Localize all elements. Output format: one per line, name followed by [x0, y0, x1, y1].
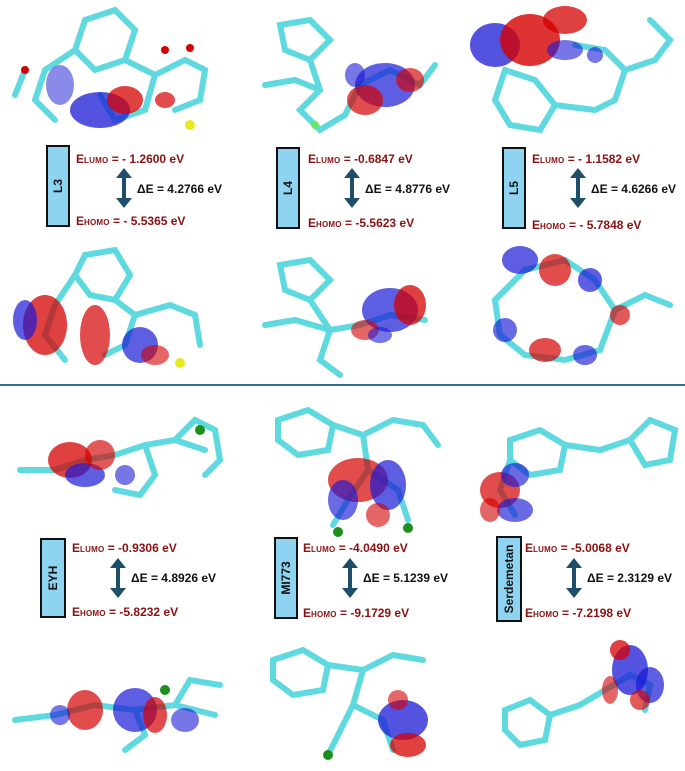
double-headed-arrow-icon [570, 168, 586, 208]
compound-label-box: MI773 [274, 537, 298, 619]
lumo-energy: ELUMO = -0.6847 eV [308, 152, 413, 166]
serdemetan-lumo-orbital-render [480, 416, 679, 522]
compound-label: EYH [46, 565, 60, 591]
l3-homo-orbital-render [13, 246, 203, 368]
energy-gap: ΔE = 4.8926 eV [131, 571, 217, 585]
energy-gap: ΔE = 4.2766 eV [137, 182, 223, 196]
l5-homo-orbital-render [492, 246, 673, 365]
compound-label: L3 [51, 178, 65, 194]
lumo-energy: ELUMO = -5.0068 eV [525, 541, 630, 555]
compound-label: L5 [507, 180, 521, 196]
homo-energy: EHOMO = -9.1729 eV [303, 606, 410, 620]
energy-gap: ΔE = 5.1239 eV [363, 571, 449, 585]
lumo-energy: ELUMO = - 1.1582 eV [532, 152, 641, 166]
energy-gap: ΔE = 2.3129 eV [587, 571, 673, 585]
double-headed-arrow-icon [116, 168, 132, 208]
double-headed-arrow-icon [344, 168, 360, 208]
compound-label-box: L3 [46, 145, 70, 227]
compound-label: MI773 [279, 561, 293, 595]
energy-gap: ΔE = 4.8776 eV [365, 182, 451, 196]
l3-lumo-orbital-render [12, 6, 209, 130]
eyh-homo-orbital-render [12, 676, 223, 753]
homo-energy: EHOMO = - 5.7848 eV [532, 218, 642, 232]
l5-lumo-orbital-render [470, 6, 674, 134]
l4-lumo-orbital-render [262, 16, 438, 134]
double-headed-arrow-icon [342, 558, 358, 598]
mi773-lumo-orbital-render [275, 406, 441, 537]
serdemetan-homo-orbital-render [502, 640, 664, 749]
section-divider [0, 384, 685, 386]
double-headed-arrow-icon [110, 558, 126, 598]
lumo-energy: ELUMO = - 1.2600 eV [76, 152, 185, 166]
l4-homo-orbital-render [262, 256, 428, 378]
homo-energy: EHOMO = -5.5623 eV [308, 216, 415, 230]
compound-label: L4 [281, 180, 295, 196]
lumo-energy: ELUMO = -0.9306 eV [72, 541, 177, 555]
compound-label: Serdemetan [502, 544, 516, 614]
homo-energy: EHOMO = -7.2198 eV [525, 606, 632, 620]
compound-label-box: L4 [276, 147, 300, 229]
compound-label-box: Serdemetan [496, 536, 522, 622]
homo-energy: EHOMO = - 5.5365 eV [76, 214, 186, 228]
homo-energy: EHOMO = -5.8232 eV [72, 605, 179, 619]
mi773-homo-orbital-render [270, 646, 428, 760]
eyh-lumo-orbital-render [17, 416, 224, 499]
compound-label-box: EYH [40, 538, 66, 618]
energy-gap: ΔE = 4.6266 eV [591, 182, 677, 196]
lumo-energy: ELUMO = -4.0490 eV [303, 541, 408, 555]
double-headed-arrow-icon [566, 558, 582, 598]
compound-label-box: L5 [502, 147, 526, 229]
